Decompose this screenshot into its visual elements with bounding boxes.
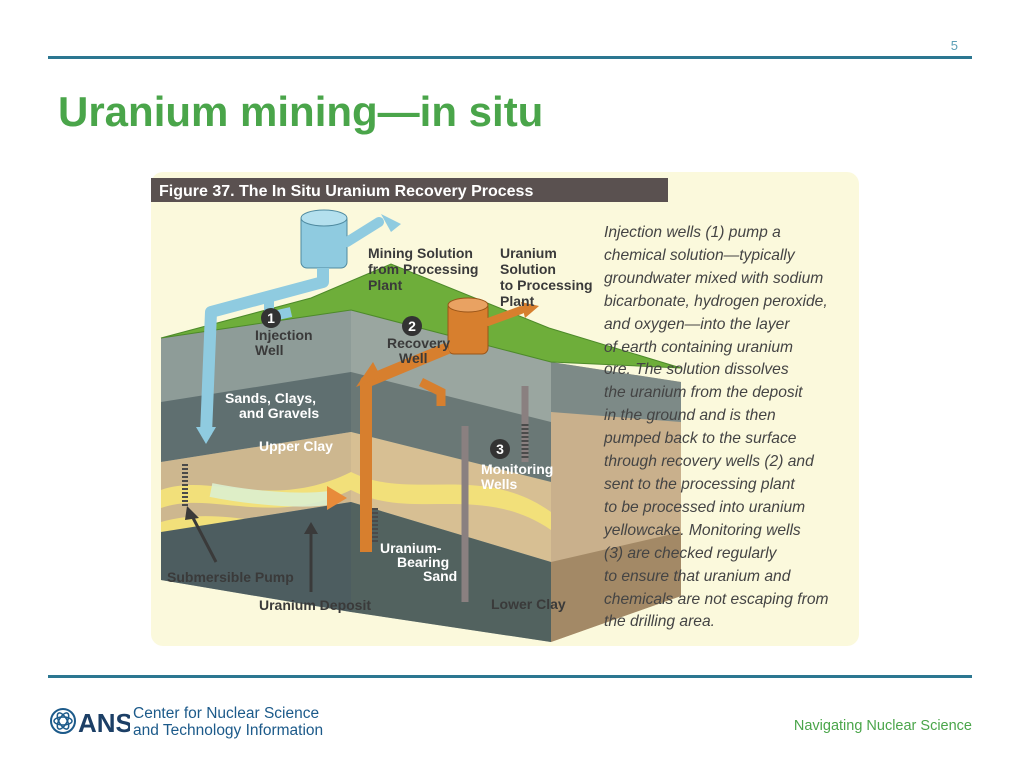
svg-text:1: 1	[267, 310, 275, 326]
lower-clay-left	[161, 502, 351, 612]
caption-line: groundwater mixed with sodium	[604, 269, 824, 287]
label-recovery-well: Recovery Well	[387, 335, 454, 366]
recovery-well	[356, 297, 539, 552]
flow-arrow-head	[327, 486, 347, 510]
grass-surface	[161, 264, 681, 368]
badge-2	[402, 316, 422, 336]
lower-right-layer	[551, 532, 681, 642]
figure-title: Figure 37. The In Situ Uranium Recovery …	[159, 183, 533, 200]
logo-text: ANS	[78, 708, 130, 738]
bottom-rule	[48, 675, 972, 678]
figure-title-bar	[151, 178, 668, 202]
injection-arrow-down	[196, 427, 216, 444]
ore-sand-layer	[161, 432, 351, 532]
label-upper-clay: Upper Clay	[259, 438, 333, 454]
ore-band-3	[351, 472, 551, 530]
caption-line: sent to the processing plant	[604, 475, 795, 493]
caption-line: to be processed into uranium	[604, 498, 806, 516]
ground-block	[160, 263, 682, 642]
top-rule	[48, 56, 972, 59]
label-lower-clay: Lower Clay	[491, 596, 566, 612]
badge-3	[490, 439, 510, 459]
caption-line: and oxygen—into the layer	[604, 315, 790, 333]
badge-1	[261, 308, 281, 328]
caption-line: chemicals are not escaping from	[604, 590, 829, 608]
slide-title: Uranium mining—in situ	[58, 88, 544, 135]
label-mining-solution: Mining Solution from Processing Plant	[368, 245, 482, 293]
label-sands: Sands, Clays, and Gravels	[225, 390, 320, 421]
label-uranium-solution: Uranium Solution to Processing Plant	[500, 245, 596, 309]
caption-line: chemical solution—typically	[604, 246, 795, 264]
slide-number: 5	[950, 38, 958, 53]
caption-line: (3) are checked regularly	[604, 544, 777, 562]
caption-line: yellowcake. Monitoring wells	[604, 521, 801, 539]
svg-text:2: 2	[408, 318, 416, 334]
injection-well	[182, 209, 401, 508]
caption-line: pumped back to the surface	[604, 430, 797, 448]
mining-solution-arrow	[381, 214, 401, 232]
uranium-solution-arrow	[521, 302, 539, 318]
caption-line: in the ground and is then	[604, 407, 776, 425]
label-uranium-bearing: Uranium- Bearing Sand	[380, 540, 457, 584]
caption-line: Injection wells (1) pump a	[604, 224, 781, 241]
label-monitoring-wells: Monitoring Wells	[481, 461, 557, 492]
tagline: Navigating Nuclear Science	[793, 718, 972, 734]
figure-caption: Injection wells (1) pump a chemical solut…	[604, 222, 856, 634]
caption-line: through recovery wells (2) and	[604, 453, 814, 471]
caption-line: to ensure that uranium and	[604, 567, 791, 585]
flow-arrow	[209, 483, 330, 507]
lower-clay-middle	[351, 502, 551, 642]
caption-line: the drilling area.	[604, 613, 715, 631]
in-situ-diagram: Figure 37. The In Situ Uranium Recovery …	[151, 172, 859, 646]
caption-line: of earth containing uranium	[604, 338, 793, 356]
caption-line: bicarbonate, hydrogen peroxide,	[604, 292, 828, 310]
label-submersible-pump: Submersible Pump	[167, 569, 294, 585]
caption-line: the uranium from the deposit	[604, 384, 803, 402]
label-injection-well: Injection Well	[255, 327, 316, 358]
pump-pointer	[189, 513, 218, 563]
recovery-arrow-up	[356, 362, 381, 387]
label-uranium-deposit: Uranium Deposit	[259, 597, 371, 613]
svg-text:3: 3	[496, 441, 504, 457]
org-name: Center for Nuclear Science and Technolog…	[133, 705, 324, 739]
injection-pipe	[200, 268, 329, 435]
caption-line: ore. The solution dissolves	[604, 361, 789, 379]
upper-right-layer	[551, 362, 681, 422]
ans-logo: ANS	[50, 705, 133, 744]
